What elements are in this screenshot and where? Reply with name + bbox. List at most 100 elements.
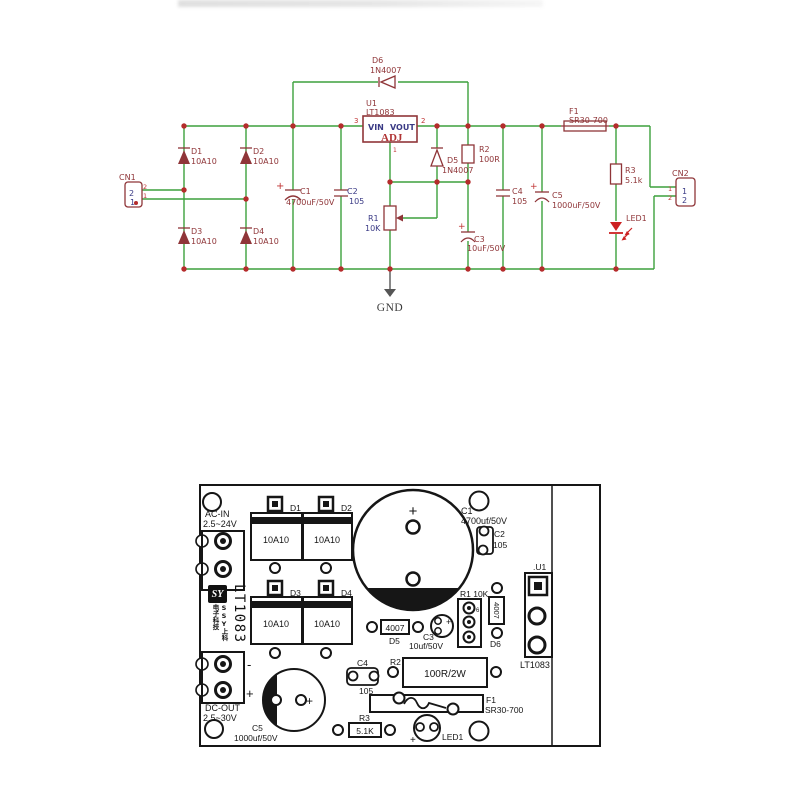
- f1-ref: F1: [486, 695, 496, 705]
- r2-value: 100R: [479, 155, 500, 164]
- d4-ref: D4: [341, 588, 352, 598]
- d1-ref: D1: [191, 147, 202, 156]
- d6-value: 1N4007: [370, 66, 401, 75]
- c5-plus: +: [530, 182, 538, 192]
- pcb-c5: + C5 1000uf/50V: [234, 668, 326, 743]
- c3-plus: +: [458, 222, 466, 232]
- r1-label: R1 10K: [460, 589, 489, 599]
- u1-value: LT1083: [520, 660, 550, 670]
- d5-package: [380, 619, 410, 635]
- dc-out-range: 2.5~30V: [203, 713, 237, 723]
- f1-element-symbol: [403, 696, 447, 710]
- c5-ref: C5: [252, 723, 263, 733]
- cn1-ref: CN1: [119, 173, 136, 182]
- c3-value: 10uf/50V: [409, 641, 443, 651]
- junction-dots: [181, 123, 619, 272]
- pcb-d3: D3 10A10: [250, 579, 303, 659]
- sch-r2: R2 100R: [461, 144, 500, 164]
- pcb-led1: + LED1: [410, 714, 464, 746]
- sch-c1: + C1 4700uF/50V: [276, 181, 335, 207]
- cn2-pad1: 1: [668, 185, 672, 193]
- r2-ref: R2: [479, 145, 490, 154]
- r3-ref: R3: [359, 713, 370, 723]
- cut-off-text-strip: [178, 0, 543, 7]
- c2-plates: [334, 189, 348, 197]
- c1-ref: C1: [461, 506, 473, 516]
- pcb-c2: C2 105: [476, 525, 507, 556]
- c2-value: 105: [349, 197, 364, 206]
- c1-plus: +: [409, 503, 418, 520]
- r2-value: 100R/2W: [424, 669, 466, 680]
- c5-plus: +: [306, 694, 313, 708]
- c3-ref: C3: [474, 235, 485, 244]
- sch-d5: D5 1N4007: [430, 147, 473, 175]
- sch-c4: C4 105: [496, 187, 527, 206]
- u1-package: [524, 572, 553, 658]
- c1-plus: +: [276, 181, 284, 192]
- pcb-d1: D1 10A10: [250, 495, 303, 574]
- r2-body: [461, 144, 475, 164]
- pcb-ac-in-terminal: AC-IN 2.5~24V: [195, 509, 245, 591]
- pcb-c3: + C3 10uf/50V: [409, 614, 454, 651]
- sch-u1-regulator: U1 LT1083 VIN VOUT ADJ 3 2 1: [354, 99, 425, 154]
- d3-symbol: [178, 230, 190, 244]
- sch-d6: D6 1N4007: [370, 56, 401, 89]
- r1-value: 10K: [365, 224, 381, 233]
- c1-outline: [351, 488, 475, 612]
- schematic: CN1 2 1 2 1 D1 10A10 D2 10A10: [119, 56, 696, 314]
- c4-value: 105: [359, 686, 373, 696]
- d5-ref: D5: [389, 636, 400, 646]
- d6-ref: D6: [490, 639, 501, 649]
- c1-value: 4700uF/50V: [286, 198, 335, 207]
- c5-ref: C5: [552, 191, 563, 200]
- board-outline: [199, 484, 601, 747]
- r3-body: [609, 163, 623, 185]
- d6-package: [488, 596, 505, 625]
- d5-value: 1N4007: [442, 166, 473, 175]
- f1-ref: F1: [569, 107, 579, 116]
- sch-f1-fuse: F1 SR30-700: [561, 107, 609, 132]
- cn2-pin2: 2: [682, 196, 687, 205]
- board-chip-name-vertical: LT1083: [231, 584, 247, 644]
- cn2-pin1: 1: [682, 187, 687, 196]
- brand-vertical-text-right: SSY上科: [220, 604, 228, 641]
- r3-value: 5.1k: [625, 176, 643, 185]
- pcb-d5: 4007 D5: [366, 619, 424, 646]
- r1-body: [383, 205, 397, 231]
- led1-symbol: [610, 222, 622, 231]
- sch-gnd: GND: [377, 269, 403, 314]
- c2-ref: C2: [494, 529, 505, 539]
- d2-symbol: [240, 150, 252, 164]
- sch-led1: LED1: [609, 214, 647, 241]
- u1-pin-vin: VIN: [368, 123, 384, 132]
- r1-package: [457, 598, 482, 648]
- mounting-holes: [202, 490, 490, 742]
- c5-value: 1000uf/50V: [234, 733, 278, 743]
- c4-plates: [496, 189, 510, 197]
- c3-ref: C3: [423, 632, 434, 642]
- d5-marking: 4007: [386, 623, 405, 633]
- d4-marking: 10A10: [314, 619, 340, 629]
- pcb-d6: 4007 D6: [488, 582, 505, 649]
- gnd-arrow: [384, 289, 396, 297]
- led1-plus: +: [410, 735, 416, 746]
- c3-outline: [430, 614, 454, 638]
- c3-plate-neg: [460, 237, 476, 243]
- c5-plate-neg: [534, 197, 550, 203]
- led1-ref: LED1: [442, 732, 464, 742]
- led1-ref: LED1: [626, 214, 647, 223]
- r3-package: [348, 722, 382, 738]
- ac-in-range: 2.5~24V: [203, 519, 237, 529]
- pcb-u1: .U1 LT1083: [520, 562, 553, 670]
- d2-ref: D2: [253, 147, 264, 156]
- d3-value: 10A10: [191, 237, 217, 246]
- cn1-body: [124, 181, 143, 208]
- dc-out-label: DC-OUT: [205, 703, 240, 713]
- pcb-r2: R2 100R/2W: [387, 657, 502, 688]
- gnd-label: GND: [377, 302, 403, 314]
- u1-pin1-number: 1: [393, 147, 397, 154]
- brand-vertical-text-left: 电子科技: [211, 604, 219, 630]
- cn2-ref: CN2: [672, 169, 689, 178]
